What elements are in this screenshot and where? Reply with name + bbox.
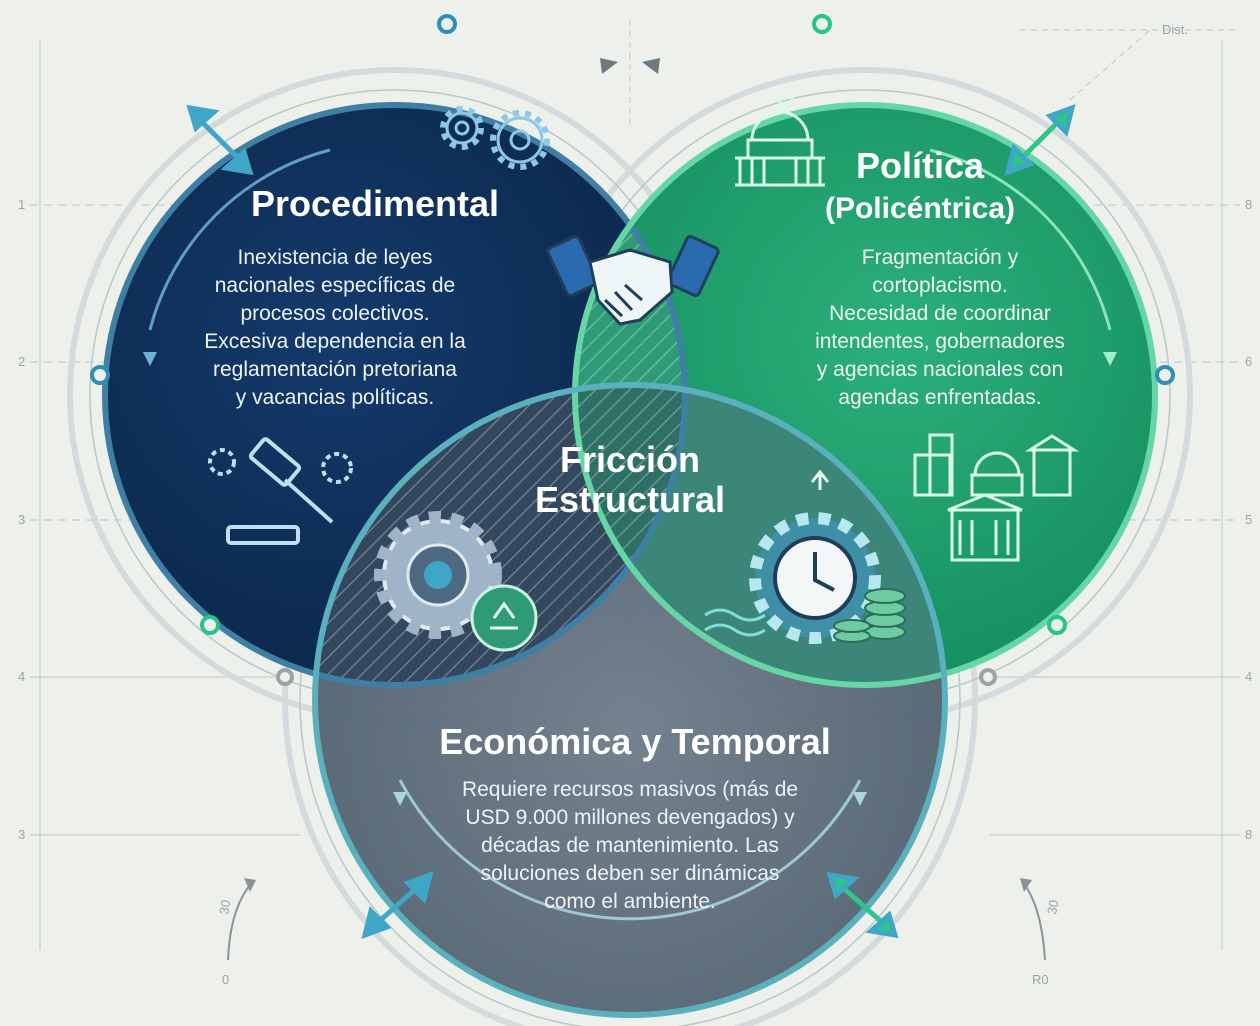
political-subtitle: (Policéntrica) xyxy=(824,192,1016,225)
orbit-nodes xyxy=(90,14,1175,686)
svg-text:3: 3 xyxy=(18,512,25,527)
center-title: Fricción Estructural xyxy=(534,439,726,520)
svg-text:1: 1 xyxy=(18,197,25,212)
svg-text:4: 4 xyxy=(1245,669,1252,684)
svg-text:R0: R0 xyxy=(1032,972,1049,987)
gavel-icon xyxy=(208,437,353,545)
ruler-labels: 1 2 3 4 3 8 6 5 4 8 Dist. 0 R0 30 30 xyxy=(18,22,1252,987)
buildings-icon xyxy=(913,433,1080,562)
svg-text:30: 30 xyxy=(216,899,233,916)
political-body: Fragmentación y cortoplacismo. Necesidad… xyxy=(815,246,1065,409)
svg-text:8: 8 xyxy=(1245,197,1252,212)
clock-coins-icon xyxy=(704,469,906,644)
economic-body: Requiere recursos masivos (más de USD 9.… xyxy=(461,778,799,913)
ruler-lines xyxy=(30,20,1240,950)
svg-text:5: 5 xyxy=(1245,512,1252,527)
procedural-body: Inexistencia de leyes nacionales específ… xyxy=(204,246,466,409)
svg-text:4: 4 xyxy=(18,669,25,684)
svg-text:8: 8 xyxy=(1245,827,1252,842)
economic-title: Económica y Temporal xyxy=(439,721,831,762)
svg-text:6: 6 xyxy=(1245,354,1252,369)
gear-target-icon xyxy=(374,511,538,652)
svg-text:Dist.: Dist. xyxy=(1162,22,1188,37)
rim-arrows xyxy=(186,104,1076,939)
svg-text:0: 0 xyxy=(222,972,229,987)
svg-text:30: 30 xyxy=(1044,899,1061,916)
gears-icon xyxy=(440,106,550,170)
svg-text:2: 2 xyxy=(18,354,25,369)
handshake-icon xyxy=(546,235,720,326)
political-title: Política xyxy=(855,145,985,186)
procedural-title: Procedimental xyxy=(250,183,500,224)
capitol-icon xyxy=(735,94,825,187)
svg-text:3: 3 xyxy=(18,827,25,842)
